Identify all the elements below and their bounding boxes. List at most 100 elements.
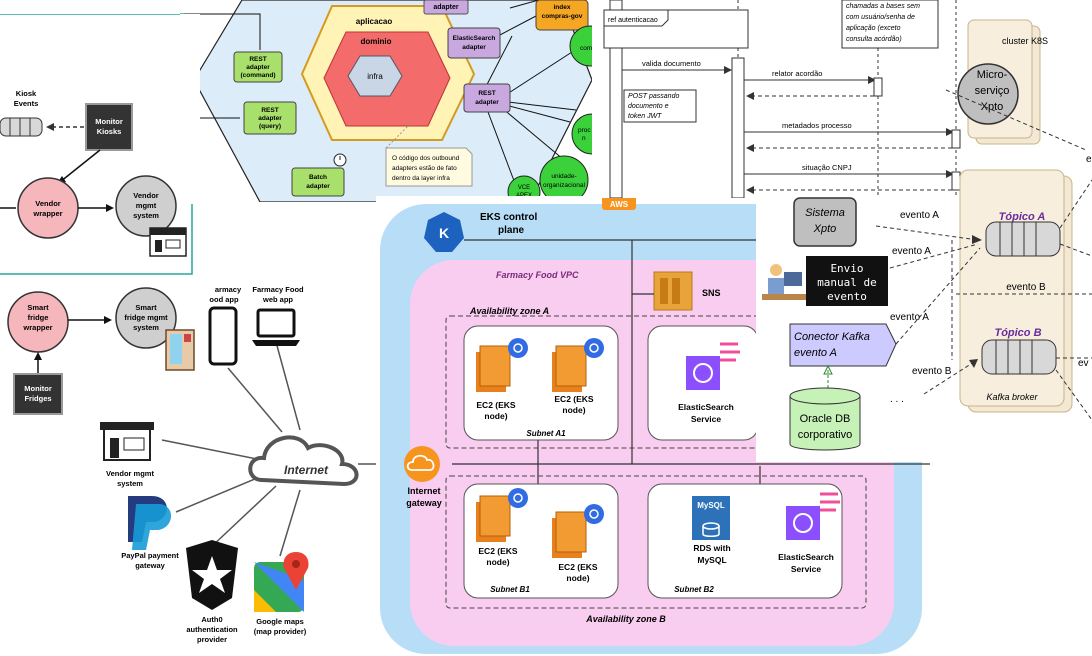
internet-gateway-icon — [404, 446, 440, 482]
evento-a-label-2: evento A — [892, 246, 931, 257]
index-label-2: compras-gov — [542, 13, 583, 20]
msg-valida: valida documento — [642, 59, 701, 68]
unidade-label-1: unidade- — [551, 173, 576, 180]
sequence-diagram-panel: ref autenticacao chamadas a bases sem co… — [592, 0, 970, 198]
vendor-mgmt-label-1: Vendor — [133, 191, 159, 200]
post-note-line-2: documento e — [628, 103, 669, 110]
oracle-label-1: Oracle DB — [800, 413, 851, 425]
ec2-icon — [476, 488, 528, 542]
kiosk-events-queue — [0, 117, 43, 137]
evento-e-label: e — [1086, 154, 1092, 165]
kafka-architecture-panel: cluster K8S Micro- serviço Xpto Kafka br… — [756, 0, 1092, 462]
evento-ev-label: ev — [1078, 358, 1089, 369]
elastic-a-label-1: ElasticSearch — [678, 402, 734, 412]
smart-mgmt-label-3: system — [133, 323, 159, 332]
rds-label-2: MySQL — [697, 555, 726, 565]
internet-cloud-icon — [248, 435, 359, 487]
mobile-phone-icon — [208, 306, 238, 366]
elasticsearch-adapter — [447, 27, 501, 59]
micro-label-2: serviço — [975, 85, 1010, 97]
top-note-line-4: consulta acórdão) — [846, 36, 902, 43]
ellipsis-label: . . . — [890, 394, 904, 405]
sns-label: SNS — [702, 288, 721, 298]
vce-apex-circle — [507, 175, 541, 202]
vendor-wrapper-label-2: wrapper — [32, 209, 62, 218]
vendor-mgmt-label-2: mgmt — [136, 201, 157, 210]
microservico-circle — [957, 63, 1019, 125]
infra-hexagon — [347, 55, 403, 97]
unidade-organizacional-circle — [539, 155, 589, 202]
ec2-icon — [476, 338, 528, 392]
ref-frame-label: ref autenticacao — [608, 17, 658, 24]
elasticsearch-icon — [786, 492, 840, 540]
elastic-b-label-2: Service — [791, 564, 822, 574]
monitor-kiosks-label-1: Monitor — [95, 117, 123, 126]
msg-relator: relator acordão — [772, 69, 822, 78]
google-maps-icon — [254, 552, 309, 612]
micro-label-1: Micro- — [977, 69, 1008, 81]
kiosk-store-icon — [149, 227, 187, 257]
post-note — [623, 89, 697, 123]
batch-adapter — [291, 167, 345, 197]
batch-label-1: Batch — [309, 174, 327, 181]
monitor-fridges-label-1: Monitor — [24, 384, 52, 393]
aws-tag-label: AWS — [610, 200, 629, 209]
envio-label-2: manual de — [817, 276, 877, 289]
elastic-b-label-1: ElasticSearch — [778, 552, 834, 562]
cluster-label: cluster K8S — [1002, 36, 1048, 46]
vpc-label: Farmacy Food VPC — [496, 270, 579, 280]
sistema-xpto-box — [793, 197, 857, 247]
elasticsearch-icon — [686, 342, 740, 390]
ec2-b1-label-1: EC2 (EKS — [478, 546, 518, 556]
micro-label-3: Xpto — [981, 101, 1004, 113]
topico-b-queue — [981, 339, 1057, 375]
vending-architecture-panel: Kiosk Events Monitor Kiosks Vendor wrapp… — [0, 14, 200, 430]
eks-icon: K — [424, 212, 464, 252]
index-compras-gov — [535, 0, 589, 31]
sistema-label-1: Sistema — [805, 207, 845, 219]
gateway-label-1: Internet — [407, 486, 440, 496]
web-app-label-1: Farmacy Food — [252, 285, 304, 294]
eks-label-1: EKS control — [480, 212, 537, 223]
dominio-label: dominio — [360, 37, 391, 46]
food-app-label-1: armacy — [215, 285, 242, 294]
aws-diagram: AWS K EKS control plane Farmacy Food VPC… — [376, 196, 930, 656]
conector-label-1: Conector Kafka — [794, 331, 870, 343]
evento-a-label-3: evento A — [890, 312, 929, 323]
vce-label-1: VCE — [518, 185, 530, 191]
smart-mgmt-label-2: fridge mgmt — [124, 313, 168, 322]
kafka-diagram: cluster K8S Micro- serviço Xpto Kafka br… — [756, 0, 1092, 462]
note-line-2: adapters estão de fato — [392, 165, 457, 172]
gmaps-label-2: (map provider) — [254, 627, 307, 636]
monitor-kiosks-box — [85, 103, 133, 151]
rest-query-label-2: adapter — [258, 115, 282, 122]
rds-label-1: RDS with — [693, 543, 730, 553]
ec2-a2-label-2: node) — [562, 405, 585, 415]
elastic-a-label-2: Service — [691, 414, 722, 424]
subnet-a1-label: Subnet A1 — [526, 429, 566, 438]
smart-wrapper-label-3: wrapper — [22, 323, 52, 332]
aws-architecture-panel: AWS K EKS control plane Farmacy Food VPC… — [376, 196, 930, 656]
web-app-label-2: web app — [262, 295, 293, 304]
vending-diagram: Kiosk Events Monitor Kiosks Vendor wrapp… — [0, 14, 200, 430]
internet-label: Internet — [284, 463, 329, 477]
green-service-com — [569, 25, 592, 67]
clients-diagram: armacy ood app Farmacy Food web app Inte… — [100, 285, 400, 644]
vendor-mgmt-circle — [115, 175, 177, 237]
auth0-label-3: provider — [197, 635, 227, 644]
food-app-label-2: ood app — [209, 295, 239, 304]
hexagonal-diagram: aplicacao dominio infra adapter REST ada… — [180, 0, 592, 202]
topico-a-label: Tópico A — [999, 211, 1046, 223]
rest-adapter-label-2: adapter — [475, 99, 499, 106]
svg-text:K: K — [439, 225, 449, 241]
vendor-wrapper-circle — [17, 177, 79, 239]
rest-query-label-1: REST — [261, 107, 278, 114]
oracle-label-2: corporativo — [798, 429, 852, 441]
smart-wrapper-label-1: Smart — [27, 303, 49, 312]
kiosk-events-label-2: Events — [14, 99, 39, 108]
post-note-line-3: token JWT — [628, 113, 662, 120]
green-proc-label-1: proc — [578, 127, 591, 134]
gmaps-label-1: Google maps — [256, 617, 304, 626]
subnet-b2-label: Subnet B2 — [674, 585, 714, 594]
smart-wrapper-label-2: fridge — [28, 313, 49, 322]
